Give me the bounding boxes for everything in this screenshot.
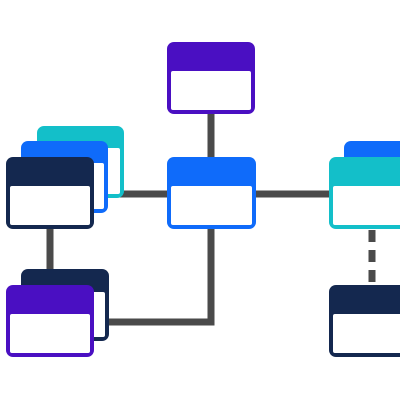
window-top	[167, 42, 255, 114]
window-left-stack-front	[6, 157, 94, 229]
window-center	[167, 157, 256, 229]
connector-center-bottomleft	[94, 228, 215, 326]
window-bottom-right	[329, 285, 400, 357]
window-right-front	[329, 157, 400, 229]
window-bottom-left-front	[6, 285, 94, 357]
